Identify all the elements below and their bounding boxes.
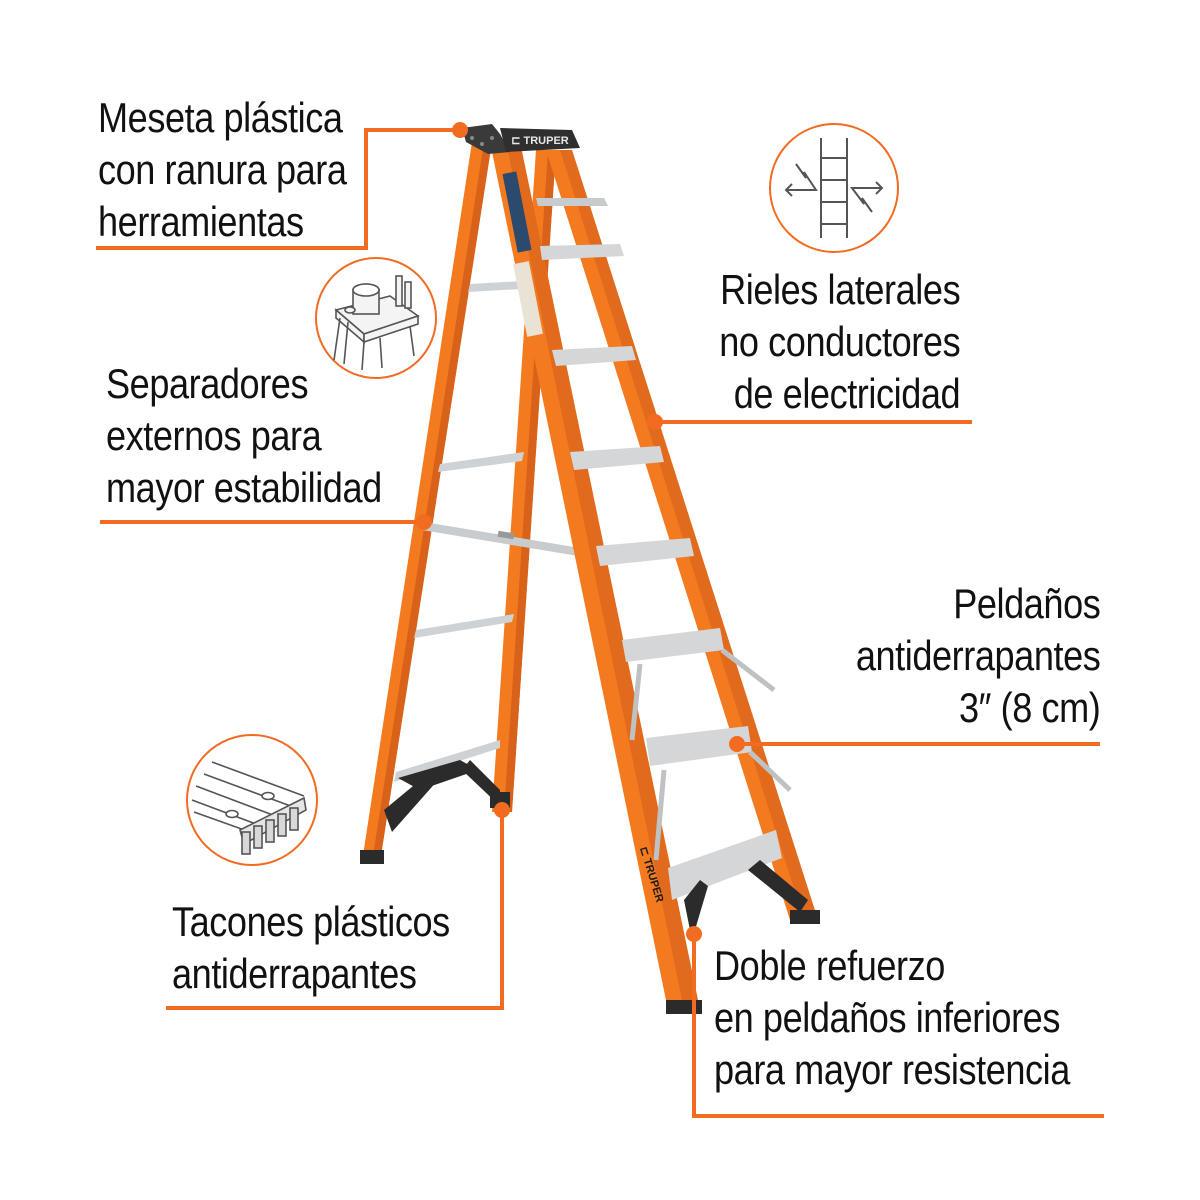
label-line: 3″ (8 cm) (958, 684, 1101, 731)
callout-dot-feet (494, 802, 510, 818)
label-line: antiderrapantes (855, 632, 1100, 679)
callout-dots (416, 122, 745, 942)
callout-dot-steps (729, 736, 745, 752)
label-line: Tacones plásticos (172, 898, 450, 945)
callout-label-feet: Tacones plásticos antiderrapantes (172, 896, 450, 1000)
callout-label-spreaders: Separadores externos para mayor estabili… (106, 358, 382, 514)
callout-dot-reinforcement (686, 926, 702, 942)
callout-label-steps: Peldaños antiderrapantes 3″ (8 cm) (855, 578, 1100, 734)
top-cap (462, 124, 580, 154)
brand-logo-top: ⊏ TRUPER (511, 135, 569, 147)
callout-lines (96, 128, 1104, 1118)
label-line: mayor estabilidad (106, 464, 382, 511)
callout-dot-rails (647, 414, 663, 430)
label-line: Doble refuerzo (714, 942, 945, 989)
label-line: no conductores (719, 318, 960, 365)
callout-label-rails: Rieles laterales no conductores de elect… (719, 264, 960, 420)
callout-dot-top-cap (452, 122, 468, 138)
label-line: herramientas (98, 198, 304, 245)
label-line: en peldaños inferiores (714, 994, 1060, 1041)
callout-dot-spreaders (416, 514, 432, 530)
label-line: externos para (106, 412, 322, 459)
stepladder: ⊏ TRUPER ⊏ TRUPER (360, 124, 820, 1014)
label-line: con ranura para (98, 146, 347, 193)
label-line: Meseta plástica (98, 94, 343, 141)
anti-slip-foot-icon (186, 734, 318, 866)
non-conductive-ladder-icon (769, 123, 899, 253)
label-line: para mayor resistencia (714, 1046, 1070, 1093)
steps (536, 198, 792, 900)
label-line: Rieles laterales (719, 266, 960, 313)
tool-tray-icon (315, 257, 437, 379)
label-line: antiderrapantes (172, 950, 417, 997)
label-line: de electricidad (733, 370, 961, 417)
label-line: Separadores (106, 360, 309, 407)
callout-label-reinforcement: Doble refuerzo en peldaños inferiores pa… (714, 940, 1070, 1096)
callout-label-top-cap: Meseta plástica con ranura para herramie… (98, 92, 347, 248)
label-line: Peldaños (952, 580, 1101, 627)
